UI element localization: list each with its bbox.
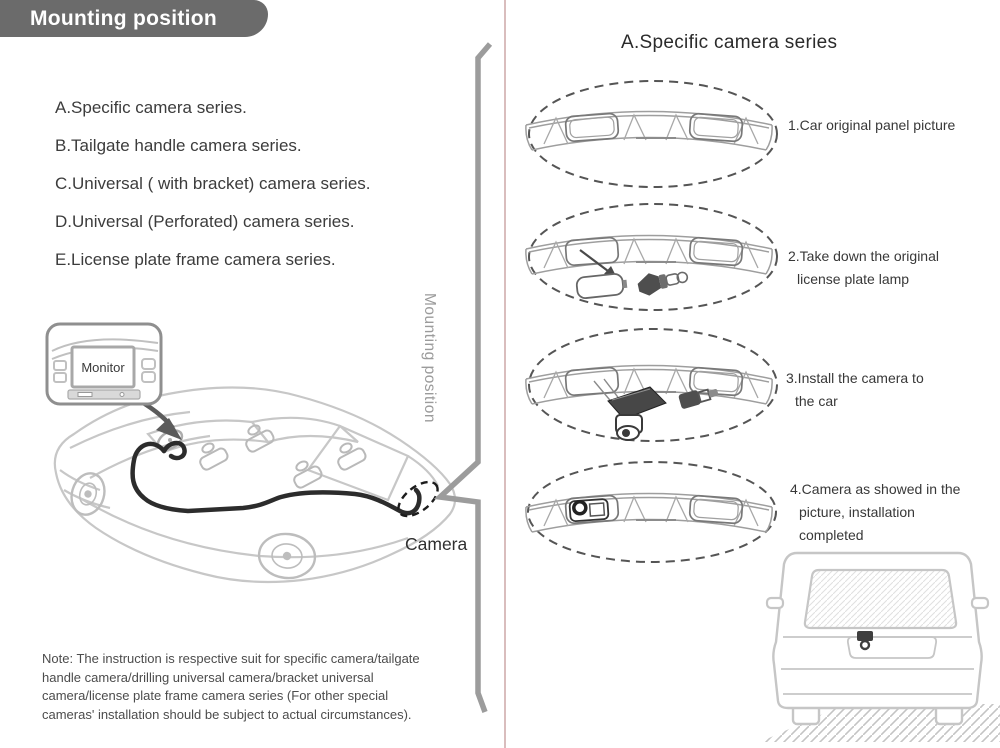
step2-label: 2.Take down the original license plate l… xyxy=(788,248,939,287)
right-lamp xyxy=(688,494,744,525)
step1-label: 1.Car original panel picture xyxy=(788,117,956,133)
camera-label: Camera xyxy=(405,534,468,554)
monitor-label: Monitor xyxy=(81,360,125,375)
camera-series-list: A.Specific camera series. B.Tailgate han… xyxy=(55,98,371,288)
bumper-lines xyxy=(781,636,974,695)
installed-camera-icon xyxy=(564,494,620,525)
camera-cable xyxy=(130,440,422,516)
list-item-d: D.Universal (Perforated) camera series. xyxy=(55,212,355,231)
right-lamp xyxy=(688,236,744,267)
left-lamp-opening xyxy=(564,236,620,267)
monitor-screen xyxy=(70,345,136,389)
bulb-socket-icon xyxy=(637,271,689,296)
monitor-inset-illustration: Monitor xyxy=(45,322,163,406)
car-wheels xyxy=(70,472,317,580)
connector-plug-icon xyxy=(678,388,719,409)
step4-dashed-oval xyxy=(527,461,777,563)
right-section-title: A.Specific camera series xyxy=(621,32,838,53)
right-lamp xyxy=(688,112,744,143)
step3-panel-illustration xyxy=(525,328,778,442)
step4-label: 4.Camera as showed in the picture, insta… xyxy=(790,481,961,543)
car-seats xyxy=(199,424,367,489)
console-bar xyxy=(67,389,141,400)
step2-dashed-oval xyxy=(528,203,778,311)
step3-dashed-oval xyxy=(528,328,778,442)
mounting-position-vertical-label: Mounting position xyxy=(421,293,438,423)
page-title: Mounting position xyxy=(30,7,218,30)
note-text: Note: The instruction is respective suit… xyxy=(42,651,420,722)
side-mirrors xyxy=(765,596,990,610)
bracket-pointer xyxy=(433,42,493,713)
list-item-c: C.Universal ( with bracket) camera serie… xyxy=(55,174,371,193)
left-lamp xyxy=(564,112,620,143)
trunk-camera-icon xyxy=(857,631,873,651)
step2-panel-illustration xyxy=(525,203,778,311)
section-divider xyxy=(504,0,506,748)
car-topview-illustration xyxy=(53,386,457,584)
removed-lamp xyxy=(575,273,628,299)
car-body-sketch xyxy=(53,386,457,584)
step3-label: 3.Install the camera to the car xyxy=(786,370,924,409)
dashboard-sketch xyxy=(51,338,159,383)
list-item-e: E.License plate frame camera series. xyxy=(55,250,336,269)
step4-panel-illustration xyxy=(525,461,777,563)
step1-panel-illustration xyxy=(525,80,778,188)
car-rearview-illustration xyxy=(760,551,1000,742)
rear-window xyxy=(803,568,958,630)
left-lamp-opening xyxy=(564,366,620,397)
camera-position-dashed-ellipse xyxy=(397,480,439,518)
camera-unit-icon xyxy=(607,386,667,441)
page-title-banner: Mounting position xyxy=(0,0,268,37)
list-item-a: A.Specific camera series. xyxy=(55,98,247,117)
step1-dashed-oval xyxy=(528,80,778,188)
list-item-b: B.Tailgate handle camera series. xyxy=(55,136,302,155)
